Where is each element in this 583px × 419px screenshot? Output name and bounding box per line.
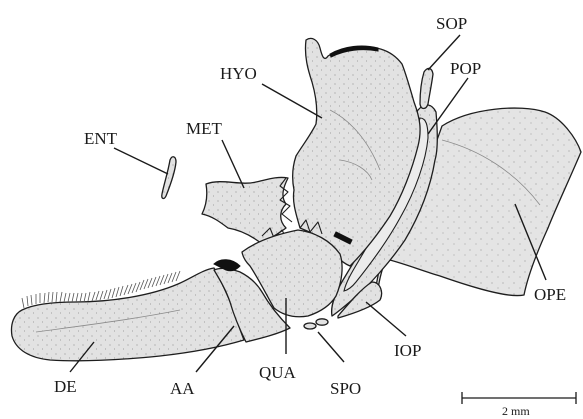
spo-leader xyxy=(318,332,344,362)
metapterygoid-bone xyxy=(202,177,288,244)
label-de: DE xyxy=(54,377,77,396)
label-met: MET xyxy=(186,119,223,138)
dentary-bone xyxy=(11,268,244,361)
iop-leader xyxy=(366,302,406,336)
label-hyo: HYO xyxy=(220,64,257,83)
label-sop: SOP xyxy=(436,14,467,33)
spo-bone-right xyxy=(316,319,328,325)
label-pop: POP xyxy=(450,59,481,78)
label-spo: SPO xyxy=(330,379,361,398)
scale-bar-label: 2 mm xyxy=(502,404,530,418)
subopercle-bone xyxy=(420,68,433,108)
label-ope: OPE xyxy=(534,285,566,304)
entopterygoid-bone xyxy=(162,157,176,199)
scale-bar: 2 mm xyxy=(462,392,576,418)
label-qua: QUA xyxy=(259,363,297,382)
label-aa: AA xyxy=(170,379,195,398)
ent-leader xyxy=(114,148,168,174)
met-leader xyxy=(222,140,244,188)
label-ent: ENT xyxy=(84,129,118,148)
hyo-leader xyxy=(262,84,322,118)
spo-bone-left xyxy=(304,323,316,329)
label-iop: IOP xyxy=(394,341,421,360)
